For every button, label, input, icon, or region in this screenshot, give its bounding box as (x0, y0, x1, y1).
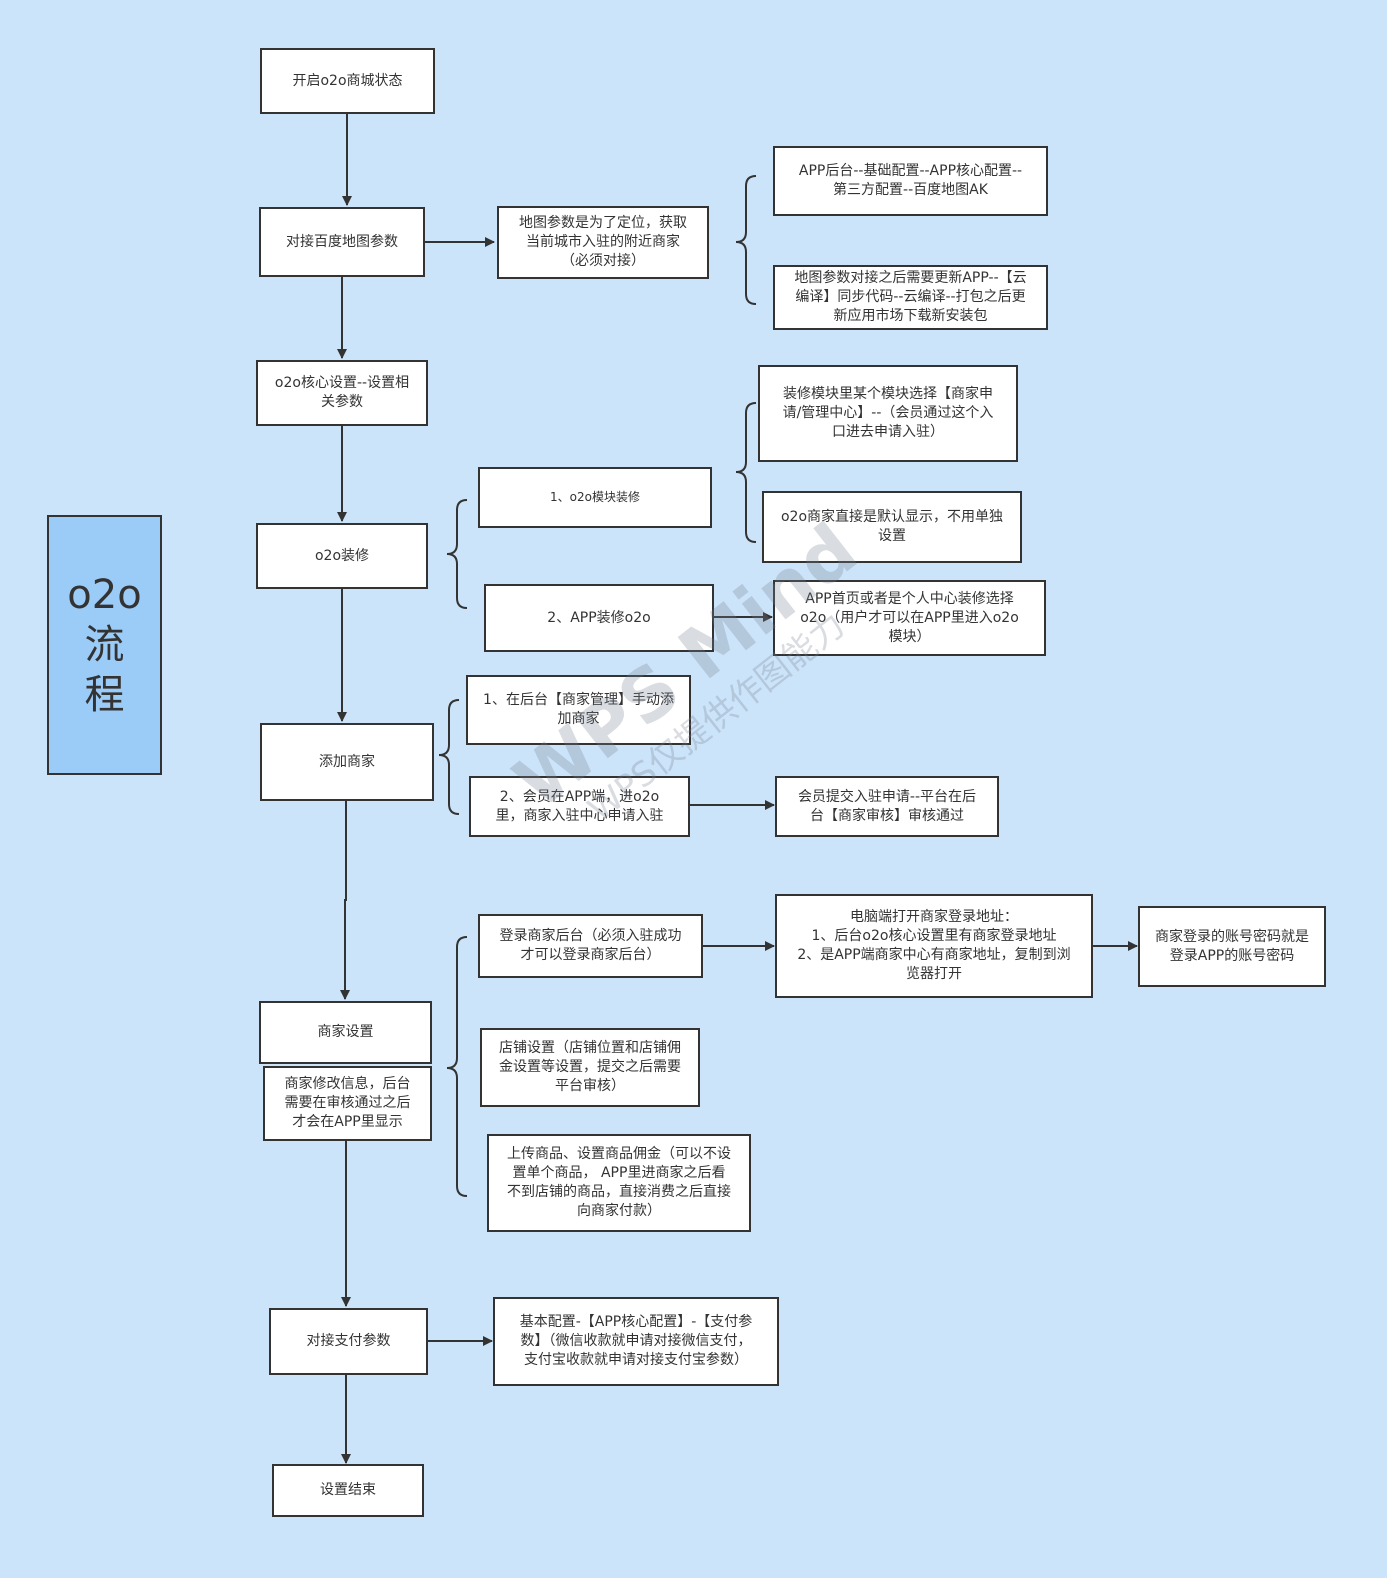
node-module-select: 装修模块里某个模块选择【商家申 请/管理中心】--（会员通过这个入 口进去申请入… (758, 365, 1018, 462)
title-line-1: o2o (67, 572, 142, 618)
node-module-decor: 1、o2o模块装修 (478, 467, 712, 528)
node-payment-detail: 基本配置-【APP核心配置】-【支付参 数】（微信收款就申请对接微信支付， 支付… (493, 1297, 779, 1386)
node-login-address: 电脑端打开商家登录地址： 1、后台o2o核心设置里有商家登录地址 2、是APP端… (775, 894, 1093, 998)
node-login-backend: 登录商家后台（必须入驻成功 才可以登录商家后台） (478, 914, 703, 978)
brace-map (735, 175, 757, 305)
diagram-title: o2o 流 程 (47, 515, 162, 775)
node-start: 开启o2o商城状态 (260, 48, 435, 114)
title-line-3: 程 (84, 672, 125, 718)
brace-module (735, 402, 757, 543)
brace-setting (446, 936, 468, 1197)
node-merchant-setting: 商家设置 (259, 1001, 432, 1064)
node-core-setting: o2o核心设置--设置相 关参数 (256, 360, 428, 426)
node-map-purpose: 地图参数是为了定位，获取 当前城市入驻的附近商家 （必须对接） (497, 206, 709, 279)
node-map-path: APP后台--基础配置--APP核心配置-- 第三方配置--百度地图AK (773, 146, 1048, 216)
node-map-update: 地图参数对接之后需要更新APP--【云 编译】同步代码--云编译--打包之后更 … (773, 265, 1048, 330)
node-merchant-default: o2o商家直接是默认显示，不用单独 设置 (762, 491, 1022, 563)
node-app-decor-detail: APP首页或者是个人中心装修选择 o2o（用户才可以在APP里进入o2o 模块） (773, 580, 1046, 656)
title-line-2: 流 (84, 622, 125, 668)
arrow-add-to-setting (340, 800, 350, 1000)
node-upload-goods: 上传商品、设置商品佣金（可以不设 置单个商品， APP里进商家之后看 不到店铺的… (487, 1134, 751, 1232)
node-add-backend: 1、在后台【商家管理】手动添 加商家 (466, 675, 691, 745)
node-decor: o2o装修 (256, 523, 428, 589)
node-end: 设置结束 (272, 1464, 424, 1517)
node-login-account: 商家登录的账号密码就是 登录APP的账号密码 (1138, 906, 1326, 987)
node-member-review: 会员提交入驻申请--平台在后 台【商家审核】审核通过 (775, 776, 999, 837)
brace-decor (446, 499, 468, 609)
node-add-member: 2、会员在APP端，进o2o 里，商家入驻中心申请入驻 (469, 776, 690, 837)
node-merchant-note: 商家修改信息，后台 需要在审核通过之后 才会在APP里显示 (263, 1066, 432, 1141)
node-app-decor: 2、APP装修o2o (484, 584, 714, 652)
node-baidu-map: 对接百度地图参数 (259, 207, 425, 277)
node-shop-setting: 店铺设置（店铺位置和店铺佣 金设置等设置，提交之后需要 平台审核） (480, 1028, 700, 1107)
node-payment: 对接支付参数 (269, 1308, 428, 1375)
brace-add (438, 699, 460, 815)
node-add-merchant: 添加商家 (260, 723, 434, 801)
